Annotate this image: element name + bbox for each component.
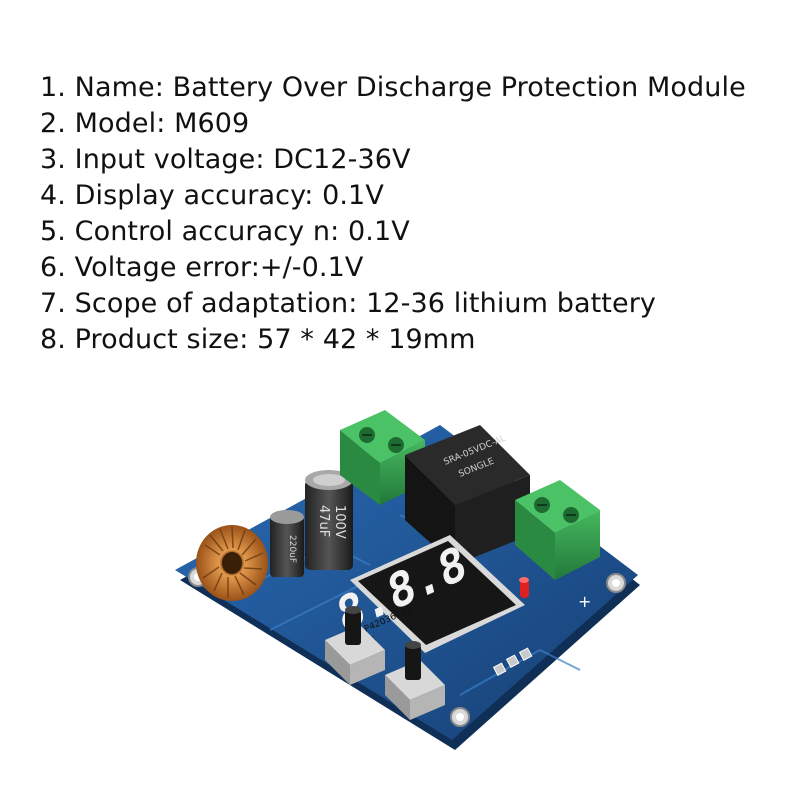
toroid-coil [196,525,268,601]
spec-product-size: 8. Product size: 57 * 42 * 19mm [40,324,476,355]
output-terminal-block [515,480,600,580]
spec-display-accuracy: 4. Display accuracy: 0.1V [40,180,384,211]
button-left [325,606,385,685]
spec-control-accuracy: 5. Control accuracy n: 0.1V [40,216,410,247]
small-cap-value: 220uF [287,535,297,563]
plus-label: + [578,592,591,611]
large-cap-value: 47uF [316,505,331,537]
spec-scope: 7. Scope of adaptation: 12-36 lithium ba… [40,288,656,319]
spec-voltage-error: 6. Voltage error:+/-0.1V [40,252,364,283]
relay: SRA-05VDC-AL SONGLE [405,425,530,565]
small-capacitor: 220uF [270,510,304,577]
large-capacitor: 47uF 100V [305,470,353,570]
spec-list: 1. Name: Battery Over Discharge Protecti… [40,70,746,358]
spec-name: 1. Name: Battery Over Discharge Protecti… [40,72,746,103]
module-photo: + 220uF 47uF 100V [175,410,640,750]
button-right [385,641,445,720]
led-indicator [519,577,529,598]
large-cap-voltage: 100V [332,505,347,539]
spec-input-voltage: 3. Input voltage: DC12-36V [40,144,411,175]
spec-model: 2. Model: M609 [40,108,250,139]
